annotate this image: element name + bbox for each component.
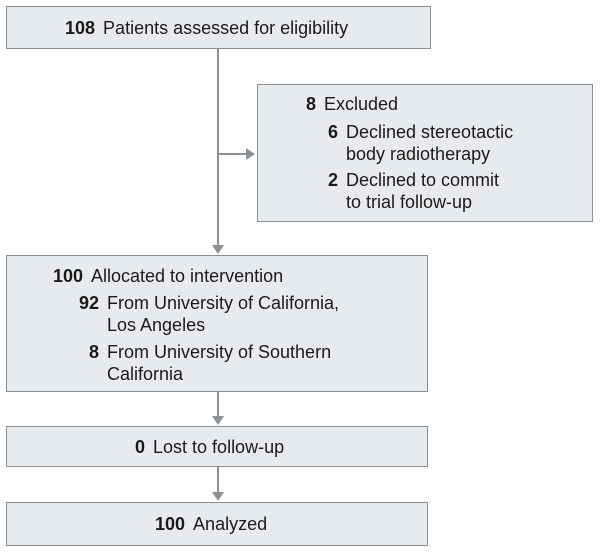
connector-lost-analyzed (217, 467, 219, 492)
excluded-count: 8 (305, 94, 316, 114)
arrow-head-excluded (246, 148, 255, 160)
allocated-source-count: 8 (88, 342, 99, 362)
connector-allocated-lost (217, 392, 219, 416)
excluded-reason-text-cont: body radiotherapy (346, 144, 491, 164)
analyzed-row: 100 Analyzed (155, 513, 267, 535)
excluded-label: Excluded (324, 94, 399, 114)
arrow-head-allocated (212, 245, 224, 254)
lost-box: 0 Lost to follow-up (6, 426, 428, 467)
assessed-label: Patients assessed for eligibility (103, 18, 349, 38)
arrow-head-analyzed (212, 492, 224, 501)
excluded-reason-text: Declined to commit (346, 170, 500, 190)
excluded-box: 8 Excluded 6 Declined stereotactic body ra… (257, 84, 593, 222)
assessed-row: 108 Patients assessed for eligibility (65, 17, 348, 39)
excluded-reason-text-cont: to trial follow-up (346, 192, 473, 212)
excluded-reason-text: Declined stereotactic (346, 122, 514, 142)
analyzed-count: 100 (155, 514, 186, 534)
allocated-count: 100 (52, 266, 83, 286)
allocated-source-text-cont: California (107, 364, 184, 384)
excluded-row: 8 Excluded (296, 93, 398, 115)
allocated-source-item: 8 From University of Southern (71, 341, 331, 363)
excluded-reason-count: 2 (327, 170, 338, 190)
assessed-box: 108 Patients assessed for eligibility (6, 6, 431, 49)
connector-exclusion-branch (218, 153, 246, 155)
analyzed-label: Analyzed (193, 514, 268, 534)
connector-assessed-allocated (217, 49, 219, 245)
lost-label: Lost to follow-up (153, 437, 285, 457)
allocated-source-count: 92 (78, 293, 99, 313)
excluded-reason-item: 6 Declined stereotactic (314, 121, 513, 143)
allocated-row: 100 Allocated to intervention (43, 265, 283, 287)
arrow-head-lost (212, 416, 224, 425)
lost-row: 0 Lost to follow-up (135, 436, 284, 458)
allocated-source-text: From University of California, (107, 293, 340, 313)
allocated-label: Allocated to intervention (91, 266, 284, 286)
excluded-reason-count: 6 (327, 122, 338, 142)
lost-count: 0 (135, 437, 146, 457)
allocated-source-item: 92 From University of California, (71, 292, 339, 314)
excluded-reason-item: 2 Declined to commit (314, 169, 499, 191)
allocated-source-text-cont: Los Angeles (107, 315, 206, 335)
allocated-source-text: From University of Southern (107, 342, 332, 362)
assessed-count: 108 (65, 18, 96, 38)
analyzed-box: 100 Analyzed (6, 502, 428, 546)
